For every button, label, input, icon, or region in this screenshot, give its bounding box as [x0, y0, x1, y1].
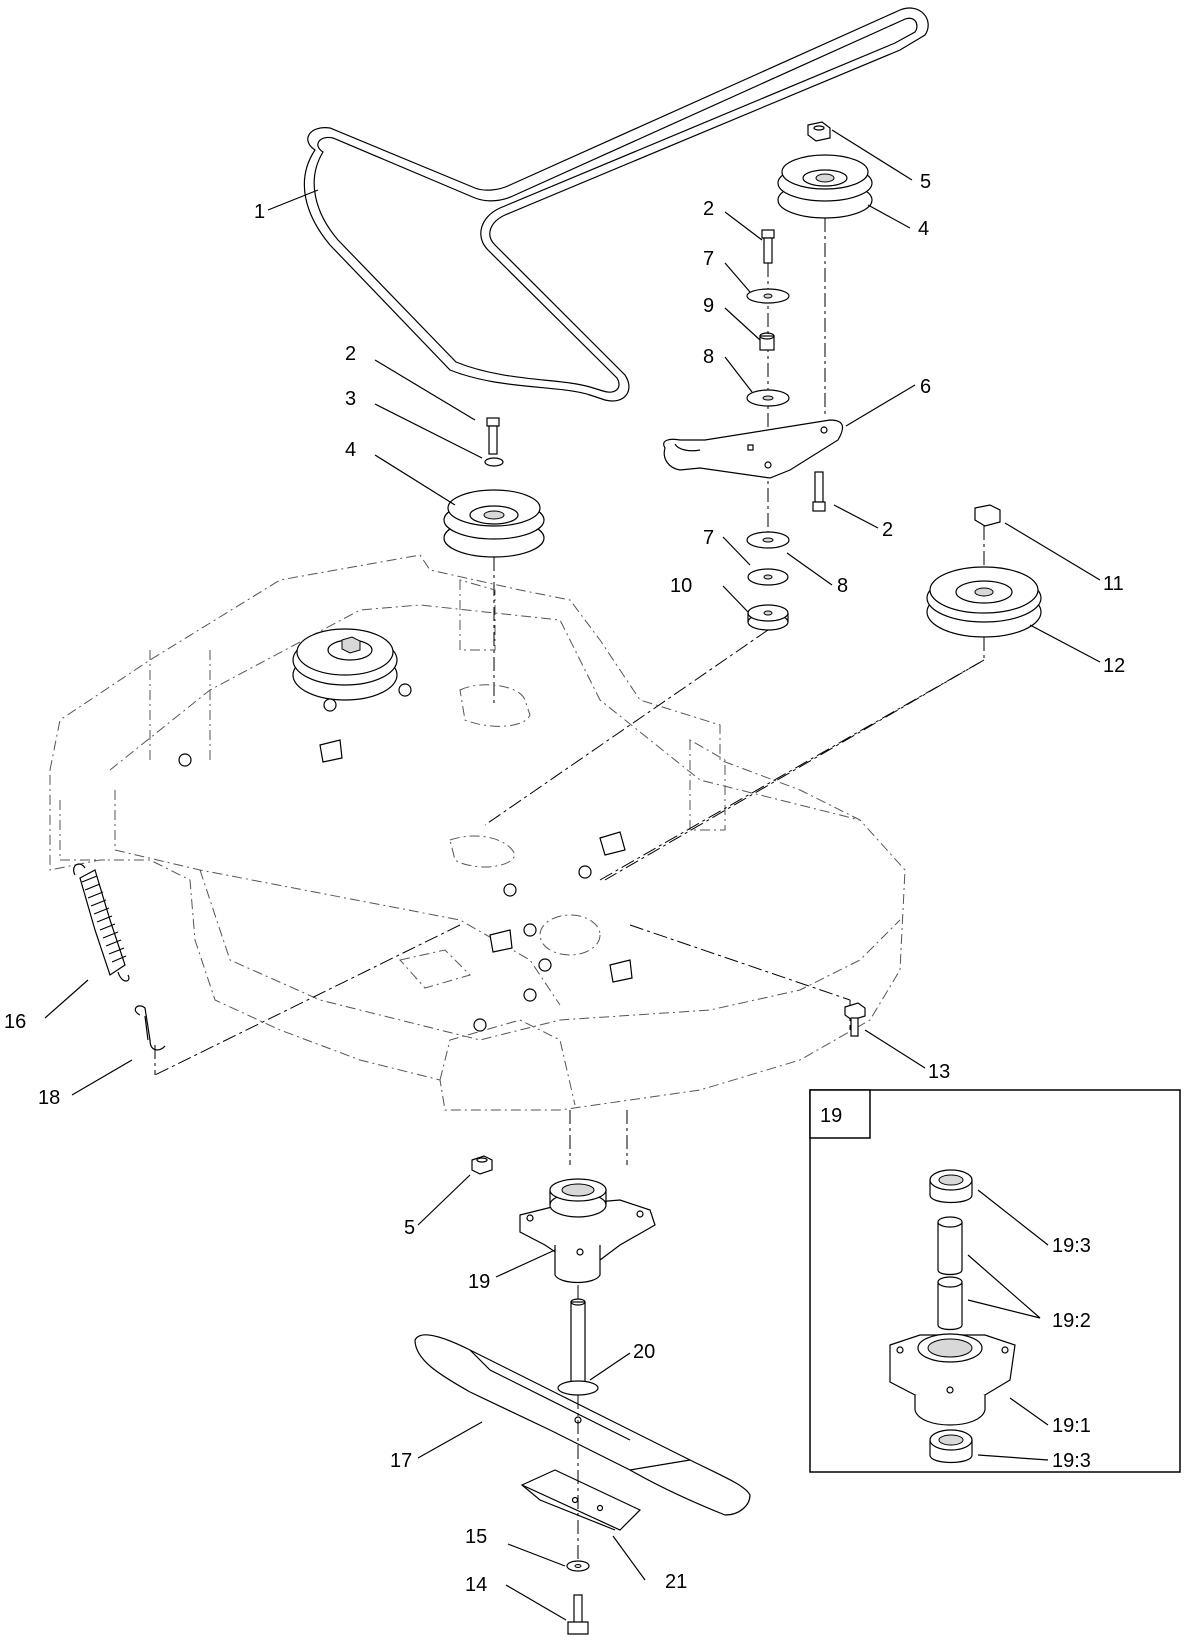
- spindle-detail-inset: 19: [809, 1089, 1181, 1473]
- idler-arm: [663, 419, 844, 479]
- inset-callout-19-3-top: 19:3: [1052, 1235, 1091, 1257]
- inset-title-box: [809, 1089, 871, 1139]
- callout-6: 6: [920, 376, 931, 398]
- nut-bottom: [471, 1155, 493, 1175]
- spacer-9: [759, 332, 775, 351]
- blade: [414, 1334, 751, 1516]
- callout-1: 1: [254, 201, 265, 223]
- callout-3: 3: [345, 388, 356, 410]
- bolt-arm: [812, 471, 826, 512]
- callout-7-lower: 7: [703, 527, 714, 549]
- callout-2-left: 2: [345, 343, 356, 365]
- bolt-13: [844, 1002, 866, 1037]
- washer-3: [484, 457, 504, 467]
- callout-19: 19: [468, 1271, 490, 1293]
- callout-7-upper: 7: [703, 248, 714, 270]
- callout-8-upper: 8: [703, 346, 714, 368]
- inset-frame: [809, 1089, 1181, 1473]
- callout-5-top: 5: [920, 171, 931, 193]
- bearing-bottom: [929, 1429, 973, 1464]
- idler-pulley-upper: [777, 154, 873, 219]
- bolt-left: [486, 417, 500, 455]
- spindle-shaft: [557, 1298, 599, 1396]
- callout-15: 15: [465, 1526, 487, 1548]
- callout-12: 12: [1103, 655, 1125, 677]
- callout-18: 18: [38, 1087, 60, 1109]
- drive-pulley-12: [926, 566, 1042, 638]
- hook: [134, 1005, 166, 1051]
- spacer-tube-lower: [937, 1276, 963, 1331]
- callout-leaders: [44, 129, 1101, 1621]
- callout-2-arm: 2: [882, 519, 893, 541]
- inset-callout-19-2: 19:2: [1052, 1310, 1091, 1332]
- callout-14: 14: [465, 1574, 487, 1596]
- callout-21: 21: [665, 1571, 687, 1593]
- callout-9: 9: [703, 295, 714, 317]
- nut-top: [807, 121, 831, 142]
- nut-11: [974, 504, 1001, 527]
- callout-16: 16: [4, 1011, 26, 1033]
- callout-8-lower: 8: [837, 575, 848, 597]
- housing-detail: [889, 1333, 1016, 1426]
- callout-13: 13: [928, 1061, 950, 1083]
- inset-callout-19-3-bottom: 19:3: [1052, 1450, 1091, 1472]
- callout-4-right: 4: [918, 218, 929, 240]
- anti-scalp-plate: [520, 1469, 642, 1531]
- bolt-14: [567, 1594, 589, 1635]
- callout-4-left: 4: [345, 439, 356, 461]
- inset-title: 19: [820, 1105, 842, 1127]
- callout-5-bottom: 5: [404, 1217, 415, 1239]
- drive-belt: [303, 7, 929, 402]
- callout-2-center: 2: [703, 198, 714, 220]
- spacer-tube-upper: [937, 1216, 963, 1276]
- idler-pulley-left: [443, 489, 545, 558]
- callout-20: 20: [633, 1341, 655, 1363]
- spindle-housing: [519, 1178, 656, 1284]
- inset-callout-19-1: 19:1: [1052, 1415, 1091, 1437]
- deck-hardware: [178, 683, 633, 1032]
- bolt-center: [761, 229, 775, 264]
- callout-11: 11: [1103, 573, 1124, 595]
- deck-pulley: [292, 628, 398, 701]
- callout-10: 10: [670, 575, 692, 597]
- callout-17: 17: [390, 1450, 412, 1472]
- bearing-top: [929, 1169, 973, 1204]
- callout-labels: 1 2 3 4 5 4 2 7 9 8 6 2 7 8 10 11 12 13 …: [4, 171, 1125, 1596]
- spring: [73, 863, 130, 982]
- mower-deck: [49, 554, 906, 1111]
- spacer-10: [747, 604, 789, 631]
